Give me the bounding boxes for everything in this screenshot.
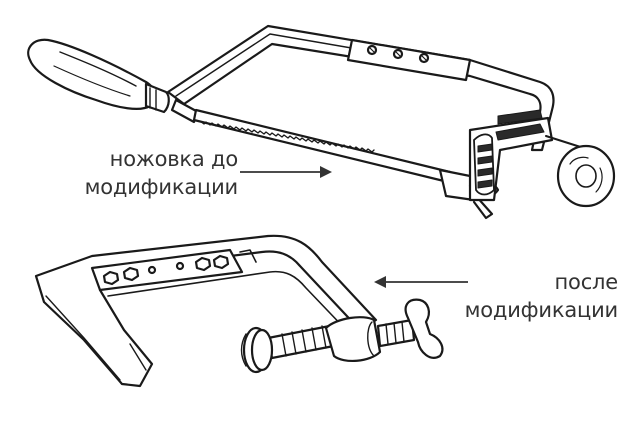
clamp-frame: [34, 234, 378, 388]
plate-hole: [175, 261, 185, 271]
clamp-after: [34, 234, 444, 388]
saw-ferrule: [144, 82, 170, 114]
cord-wrapping: [473, 109, 545, 196]
label-before-line2: модификации: [84, 175, 239, 199]
plate-bolt: [102, 254, 230, 286]
clamp-body-block: [324, 316, 382, 362]
clamp-wing-handle: [404, 298, 444, 359]
label-after-line1: после: [554, 270, 619, 294]
clamp-screw-thread: [281, 325, 327, 357]
saw-handle: [27, 38, 156, 110]
label-after-line2: модификации: [464, 298, 619, 322]
arrow-after: [374, 276, 468, 288]
arrow-before: [240, 166, 332, 178]
hacksaw-before: [27, 24, 616, 220]
saw-blade-teeth: [199, 120, 375, 153]
label-after-modification: после модификации: [440, 268, 619, 324]
frame-slider-plate: [346, 38, 472, 82]
plate-hole: [147, 265, 157, 275]
label-before-line1: ножовка до: [109, 147, 239, 171]
label-before-modification: ножовка до модификации: [68, 145, 239, 201]
